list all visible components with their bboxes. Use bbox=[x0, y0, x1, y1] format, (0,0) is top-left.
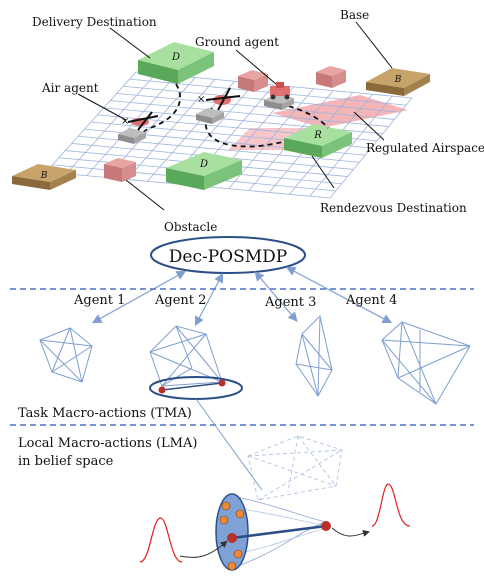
arrow-agent-2 bbox=[194, 272, 224, 327]
arrow-agent-4 bbox=[285, 266, 393, 324]
belief-funnel bbox=[215, 493, 331, 571]
ground-agent-trajectory bbox=[279, 103, 329, 129]
obstacle-block-1 bbox=[238, 70, 268, 92]
air-agent-trajectory-2 bbox=[204, 107, 285, 148]
delivery-destination-block-bottom: D bbox=[166, 152, 242, 190]
air-agent-label: Air agent bbox=[41, 81, 99, 95]
grid-line bbox=[329, 97, 413, 199]
obstacle-label: Obstacle bbox=[164, 220, 217, 234]
zoom-line bbox=[195, 398, 263, 491]
base-block-label-left: B bbox=[40, 171, 48, 181]
grid-line bbox=[309, 95, 393, 197]
svg-text:×: × bbox=[121, 116, 129, 127]
base-block-left: B bbox=[12, 164, 76, 190]
belief-ellipse bbox=[215, 493, 249, 571]
obstacle-block-2 bbox=[316, 66, 346, 88]
lma-label-line1: Local Macro-actions (LMA) bbox=[18, 436, 197, 451]
planner-title: Dec-POSMDP bbox=[169, 247, 287, 267]
delivery-block-label: D bbox=[171, 52, 180, 63]
planner-node: Dec-POSMDP bbox=[150, 236, 306, 274]
ground-agent bbox=[264, 82, 294, 110]
agent-label-4: Agent 4 bbox=[345, 293, 397, 308]
tma-label: Task Macro-actions (TMA) bbox=[18, 406, 192, 421]
planner-agent-arrows bbox=[91, 266, 393, 327]
grid-scene: D B R bbox=[12, 8, 484, 234]
grid-line bbox=[45, 71, 137, 173]
agent-label-3: Agent 3 bbox=[264, 295, 316, 310]
grid-line bbox=[65, 73, 157, 175]
grid-line bbox=[228, 88, 314, 189]
regulated-airspace-region bbox=[272, 95, 408, 128]
incoming-arrow bbox=[179, 540, 228, 558]
rendezvous-block-label: R bbox=[313, 130, 322, 141]
base-block-right: B bbox=[366, 68, 430, 96]
lma-label-line2: in belief space bbox=[18, 454, 114, 469]
scene-leader-lines bbox=[77, 21, 393, 211]
agent-graph-1 bbox=[39, 327, 93, 383]
delivery-destination-block-top: D bbox=[138, 42, 214, 84]
distribution-left bbox=[139, 517, 183, 563]
arrow-agent-1 bbox=[91, 270, 187, 324]
agent-graph-4 bbox=[381, 321, 471, 405]
grid-line bbox=[86, 75, 176, 176]
air-agent-1: × bbox=[118, 111, 159, 144]
svg-text:×: × bbox=[197, 94, 205, 105]
distribution-right bbox=[371, 483, 411, 527]
agent-graph-2 bbox=[149, 325, 223, 387]
outgoing-arrow bbox=[331, 527, 370, 537]
obstacle-block-3 bbox=[104, 158, 136, 182]
ground-agent-label: Ground agent bbox=[195, 35, 279, 49]
delivery-block-label-bottom: D bbox=[199, 159, 208, 170]
grid-line bbox=[126, 79, 216, 180]
rendezvous-destination-block: R bbox=[284, 124, 352, 158]
rendezvous-destination-label: Rendezvous Destination bbox=[320, 201, 467, 215]
air-agent-2: × bbox=[196, 87, 241, 124]
agent-label-1: Agent 1 bbox=[73, 293, 125, 308]
agent-label-2: Agent 2 bbox=[154, 293, 206, 308]
regulated-airspace-label: Regulated Airspace bbox=[366, 141, 484, 155]
base-block-label-right: B bbox=[394, 75, 402, 85]
agent-graph-3 bbox=[295, 315, 333, 397]
delivery-destination-label: Delivery Destination bbox=[32, 15, 157, 29]
base-label: Base bbox=[340, 8, 369, 22]
tma-highlight bbox=[149, 376, 243, 400]
faded-graph bbox=[247, 435, 343, 501]
